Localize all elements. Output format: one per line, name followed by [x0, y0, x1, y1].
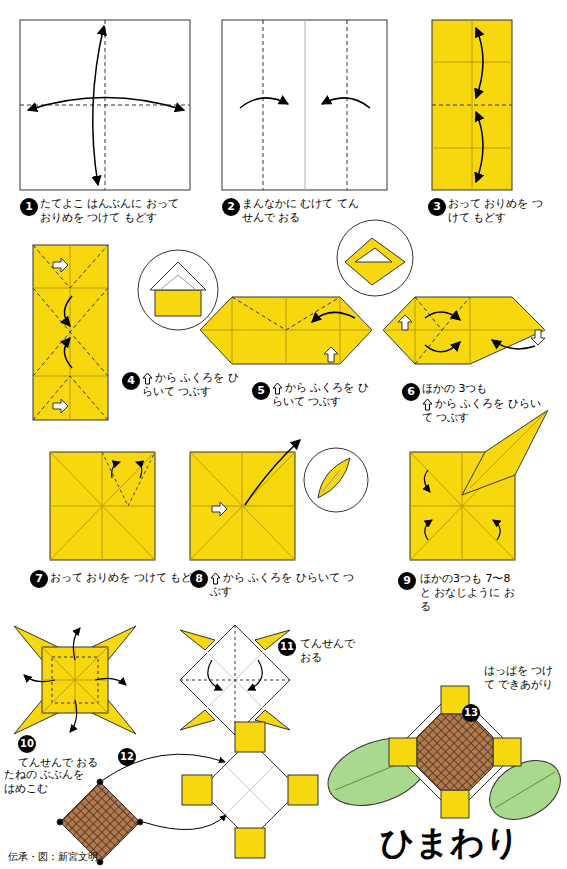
title: ひまわり	[380, 822, 520, 862]
credit-note: 伝承・図：新宮文明	[8, 850, 98, 863]
step-number: 12	[118, 748, 136, 766]
step-number: 7	[30, 570, 48, 588]
step-caption: まんなかに むけて てんせんで おる	[242, 197, 362, 225]
push-arrow-icon	[272, 382, 283, 395]
step-number: 1	[20, 198, 38, 216]
step-caption: たねの ぶぶんを はめこむ	[4, 768, 92, 796]
step-caption: から ふくろを ひらいて つぶす	[210, 571, 360, 599]
step-number: 6	[402, 383, 420, 401]
step-caption: から ふくろを ひらいて つぶす	[142, 371, 242, 399]
step-caption: てんせんで おる	[300, 637, 364, 665]
step-number: 13	[462, 704, 480, 722]
step-number: 11	[278, 638, 296, 656]
step-caption: から ふくろを ひらいて つぶす	[272, 381, 377, 409]
push-arrow-icon	[142, 372, 153, 385]
push-arrow-icon	[422, 398, 433, 411]
step-number: 2	[222, 198, 240, 216]
step-caption: ほかの 3つも	[422, 382, 532, 396]
step-number: 3	[428, 198, 446, 216]
step-number: 8	[190, 570, 208, 588]
push-arrow-icon	[210, 572, 221, 585]
step-number: 9	[398, 572, 416, 590]
step-number: 5	[252, 382, 270, 400]
step-caption: から ふくろを ひらいて つぶす	[422, 397, 542, 425]
step-number: 4	[122, 372, 140, 390]
step-caption: ほかの3つも 7〜8と おなじように おる	[420, 572, 520, 614]
step-caption: てんせんで おる	[18, 756, 128, 770]
step-caption: おって おりめを つけて もどす	[448, 197, 553, 225]
step-caption: たてよこ はんぶんに おって おりめを つけて もどす	[40, 197, 190, 225]
step-caption: おって おりめを つけて もどす	[50, 571, 210, 585]
step-number: 10	[18, 735, 36, 753]
step-caption: はっぱを つけて できあがり	[484, 664, 560, 692]
